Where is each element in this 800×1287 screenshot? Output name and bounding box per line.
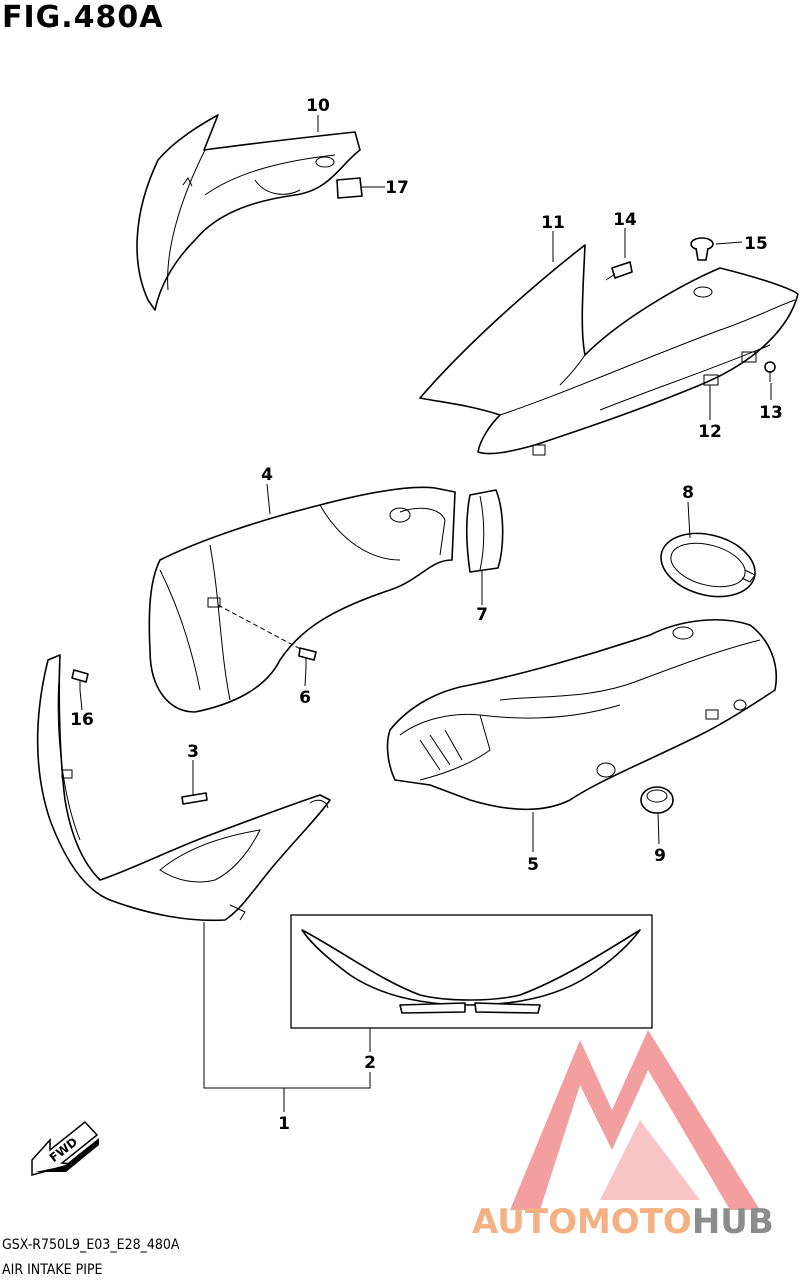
part-17-label bbox=[336, 177, 363, 199]
part-8-ring bbox=[660, 532, 756, 598]
part-3-label bbox=[181, 792, 208, 805]
part-1-front-cowling bbox=[36, 654, 331, 922]
part-14-screw bbox=[605, 261, 633, 281]
callout-5: 5 bbox=[527, 855, 539, 875]
callout-4: 4 bbox=[261, 465, 273, 485]
callout-6: 6 bbox=[299, 688, 311, 708]
callout-7: 7 bbox=[476, 605, 488, 625]
figure-title: FIG.480A bbox=[2, 0, 164, 35]
part-9-grommet bbox=[640, 786, 674, 814]
callout-15: 15 bbox=[744, 234, 768, 254]
callout-numbers: 1 2 3 4 5 6 7 8 9 10 11 12 13 14 15 16 1… bbox=[70, 96, 783, 1134]
part-11-side-cover bbox=[419, 244, 799, 456]
part-7-seal bbox=[465, 489, 504, 573]
callout-9: 9 bbox=[654, 846, 666, 866]
callout-11: 11 bbox=[541, 213, 565, 233]
part-6-screw bbox=[298, 647, 317, 668]
callout-13: 13 bbox=[759, 403, 783, 423]
watermark-logo bbox=[510, 1030, 760, 1210]
callout-3: 3 bbox=[187, 742, 199, 762]
callout-2: 2 bbox=[364, 1053, 376, 1073]
callout-8: 8 bbox=[682, 483, 694, 503]
figure-name: AIR INTAKE PIPE bbox=[2, 1262, 103, 1278]
callout-14: 14 bbox=[613, 210, 637, 230]
watermark-text: AUTOMOTOHUB bbox=[472, 1202, 774, 1242]
callout-17: 17 bbox=[385, 178, 409, 198]
part-5-intake-pipe bbox=[386, 619, 777, 811]
callout-12: 12 bbox=[698, 422, 722, 442]
callout-16: 16 bbox=[70, 710, 94, 730]
callout-1: 1 bbox=[278, 1114, 290, 1134]
callout-10: 10 bbox=[306, 96, 330, 116]
part-2-decal-box bbox=[290, 914, 653, 1029]
part-10-duct-cover bbox=[136, 114, 361, 311]
leader-lines bbox=[79, 115, 772, 1112]
leader-6-dashed bbox=[217, 604, 307, 653]
part-15-nut bbox=[690, 237, 714, 261]
figure-code: GSX-R750L9_E03_E28_480A bbox=[2, 1237, 180, 1253]
part-4-air-duct bbox=[148, 486, 456, 713]
part-13-bolt bbox=[764, 361, 776, 382]
fwd-arrow-icon: FWD bbox=[31, 1120, 99, 1176]
part-16-screw bbox=[71, 669, 89, 690]
